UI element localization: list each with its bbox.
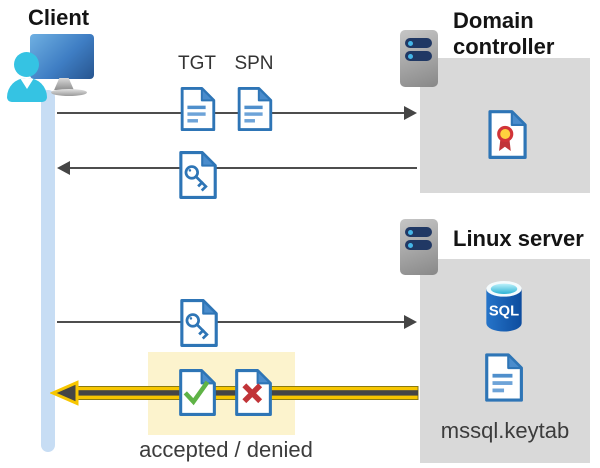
domain-controller-server-icon <box>400 30 438 87</box>
monitor-base <box>51 89 87 96</box>
spn-document-icon <box>237 86 273 132</box>
result-label: accepted / denied <box>139 437 313 462</box>
client-label: Client <box>28 5 90 30</box>
tgt-document-icon <box>180 86 216 132</box>
client-lifeline <box>41 90 55 452</box>
arrow-send-ticket-head <box>404 315 417 329</box>
sql-badge-text: SQL <box>489 303 519 319</box>
keytab-document-icon <box>485 353 523 402</box>
linux-server-icon <box>400 219 438 275</box>
monitor-stand <box>54 78 74 90</box>
spn-label: SPN <box>234 53 274 74</box>
arrow-request-line <box>57 112 405 114</box>
domain-controller-title: Domain controller <box>453 8 555 59</box>
arrow-ticket-response-line <box>70 167 417 169</box>
denied-cross-document-icon <box>235 369 272 416</box>
person-icon <box>14 52 39 77</box>
keytab-label: mssql.keytab <box>440 418 570 443</box>
linux-server-title: Linux server <box>453 226 584 251</box>
accepted-check-document-icon <box>179 369 216 416</box>
tgt-label: TGT <box>178 53 216 74</box>
key-document-icon <box>179 151 217 199</box>
person-body <box>7 78 47 102</box>
sql-database-icon: SQL <box>486 280 522 332</box>
arrow-request-head <box>404 106 417 120</box>
monitor-icon <box>30 34 94 79</box>
key-document-icon <box>180 299 218 347</box>
arrow-ticket-response-head <box>57 161 70 175</box>
person-collar <box>20 78 34 89</box>
certificate-document-icon <box>488 110 527 159</box>
arrow-send-ticket-line <box>57 321 405 323</box>
